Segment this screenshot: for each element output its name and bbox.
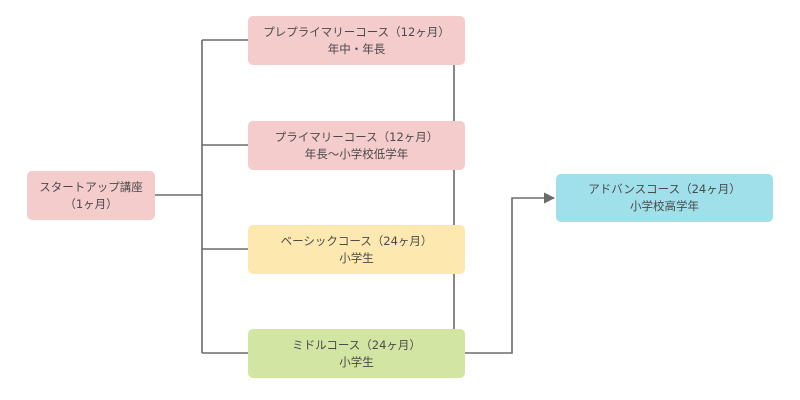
middle-course-subtitle: 小学生 [339, 354, 374, 369]
startup-course-subtitle: （1ヶ月） [64, 196, 118, 211]
primary-course-subtitle: 年長〜小学校低学年 [304, 146, 409, 161]
pre-primary-course-subtitle: 年中・年長 [327, 41, 386, 56]
pre-primary-course-title: プレプライマリーコース（12ヶ月） [263, 24, 450, 39]
primary-course-title: プライマリーコース（12ヶ月） [274, 129, 439, 144]
advanced-course-title: アドバンスコース（24ヶ月） [588, 182, 741, 196]
advanced-course-subtitle: 小学校高学年 [630, 199, 699, 213]
basic-course-node: ベーシックコース（24ヶ月） 小学生 [248, 225, 465, 274]
middle-course-title: ミドルコース（24ヶ月） [292, 337, 421, 352]
primary-course-node: プライマリーコース（12ヶ月） 年長〜小学校低学年 [248, 121, 465, 170]
advanced-course-node: アドバンスコース（24ヶ月） 小学校高学年 [556, 174, 773, 222]
basic-course-subtitle: 小学生 [339, 250, 374, 265]
startup-course-title: スタートアップ講座 [39, 179, 143, 194]
basic-course-title: ベーシックコース（24ヶ月） [280, 233, 433, 248]
arrow-middle-to-advanced [465, 192, 556, 354]
middle-course-node: ミドルコース（24ヶ月） 小学生 [248, 329, 465, 378]
startup-course-node: スタートアップ講座 （1ヶ月） [27, 171, 155, 220]
pre-primary-course-node: プレプライマリーコース（12ヶ月） 年中・年長 [248, 16, 465, 65]
